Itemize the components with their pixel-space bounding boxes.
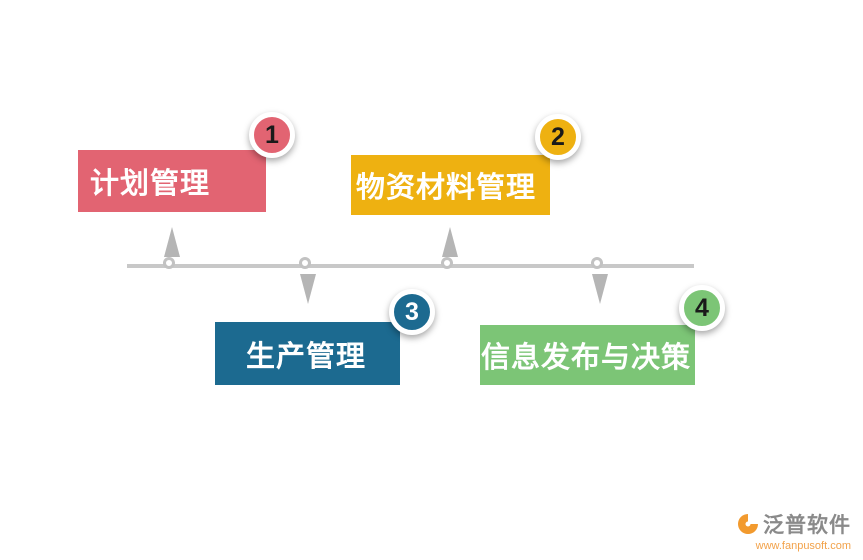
step-box-info-decision: 信息发布与决策 xyxy=(480,325,695,385)
arrow-up-icon xyxy=(442,227,458,257)
timeline-node xyxy=(163,257,175,269)
brand-name: 泛普软件 xyxy=(763,514,851,537)
step-number-badge: 1 xyxy=(249,112,295,158)
step-label: 计划管理 xyxy=(90,168,211,200)
step-label: 物资材料管理 xyxy=(356,172,537,204)
fanpu-logo-icon xyxy=(736,512,760,536)
timeline-node xyxy=(591,257,603,269)
step-box-plan-management: 计划管理 xyxy=(78,150,266,212)
step-box-material-management: 物资材料管理 xyxy=(351,155,550,215)
timeline-line xyxy=(127,264,694,268)
step-number-badge: 3 xyxy=(389,289,435,335)
footer-watermark: 泛普软件 www.fanpusoft.com xyxy=(736,509,851,552)
step-number-badge: 2 xyxy=(535,114,581,160)
timeline-node xyxy=(299,257,311,269)
step-number: 2 xyxy=(551,122,565,151)
step-box-production-management: 生产管理 xyxy=(215,322,400,385)
brand-url: www.fanpusoft.com xyxy=(755,540,851,552)
step-number: 3 xyxy=(405,297,419,326)
step-label: 信息发布与决策 xyxy=(481,342,692,374)
arrow-up-icon xyxy=(164,227,180,257)
step-label: 生产管理 xyxy=(246,340,367,373)
timeline-node xyxy=(441,257,453,269)
arrow-down-icon xyxy=(592,274,608,304)
step-number-badge: 4 xyxy=(679,285,725,331)
step-number: 4 xyxy=(695,293,709,322)
step-number: 1 xyxy=(265,120,279,149)
arrow-down-icon xyxy=(300,274,316,304)
